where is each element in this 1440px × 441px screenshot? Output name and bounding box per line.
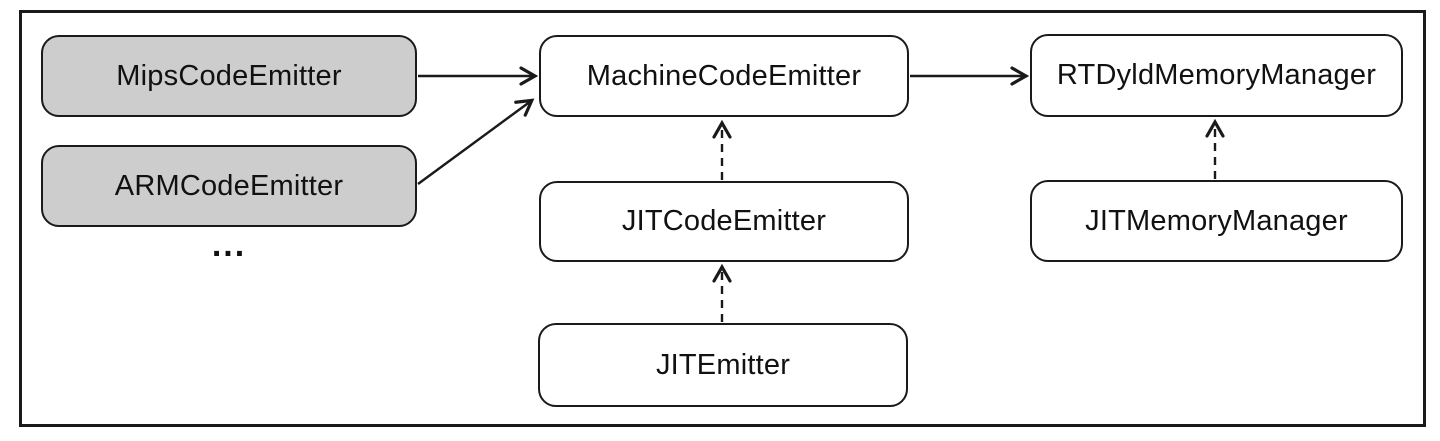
more-emitters-ellipsis: ... (211, 226, 247, 264)
node-jit-code-emitter-label: JITCodeEmitter (621, 205, 827, 237)
node-mips-code-emitter: MipsCodeEmitter (41, 35, 417, 117)
node-arm-code-emitter-label: ARMCodeEmitter (114, 169, 344, 202)
node-jit-emitter-label: JITEmitter (655, 348, 791, 381)
node-jit-memory-manager-label: JITMemoryManager (1085, 204, 1348, 237)
node-jit-emitter: JITEmitter (538, 323, 908, 407)
node-jit-code-emitter: JITCodeEmitter (539, 181, 909, 262)
node-mips-code-emitter-label: MipsCodeEmitter (116, 59, 342, 92)
node-machine-code-emitter-label: MachineCodeEmitter (586, 59, 862, 92)
node-rtdyld-memory-manager-label: RTDyldMemoryManager (1056, 59, 1377, 91)
node-rtdyld-memory-manager: RTDyldMemoryManager (1030, 34, 1403, 117)
node-jit-memory-manager: JITMemoryManager (1030, 180, 1403, 262)
node-machine-code-emitter: MachineCodeEmitter (539, 35, 909, 117)
node-arm-code-emitter: ARMCodeEmitter (41, 145, 417, 227)
